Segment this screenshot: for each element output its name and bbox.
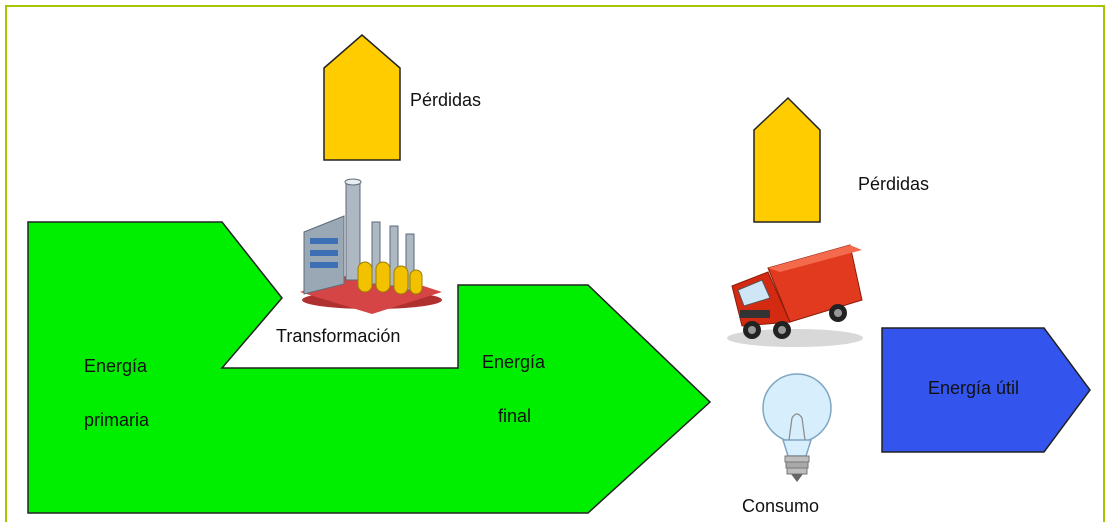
losses-label-top: Pérdidas: [410, 90, 482, 110]
final-energy-label-line2: final: [498, 406, 532, 426]
losses-arrow-right: [753, 96, 821, 223]
light-bulb-icon: [762, 373, 832, 482]
primary-energy-label-line2: primaria: [84, 410, 150, 430]
transformation-label: Transformación: [276, 326, 401, 346]
final-energy-label-line1: Energía: [482, 352, 546, 372]
useful-energy-arrow: [881, 327, 1091, 453]
truck-icon: [727, 244, 863, 347]
diagram-frame: [5, 5, 1105, 522]
losses-label-right: Pérdidas: [858, 174, 930, 194]
consumption-label: Consumo: [742, 496, 820, 516]
losses-arrow-top: [323, 34, 401, 161]
useful-energy-label: Energía útil: [928, 378, 1020, 398]
primary-energy-label-line1: Energía: [84, 356, 148, 376]
energy-flow-arrow: [27, 221, 712, 514]
factory-icon: [300, 178, 442, 314]
